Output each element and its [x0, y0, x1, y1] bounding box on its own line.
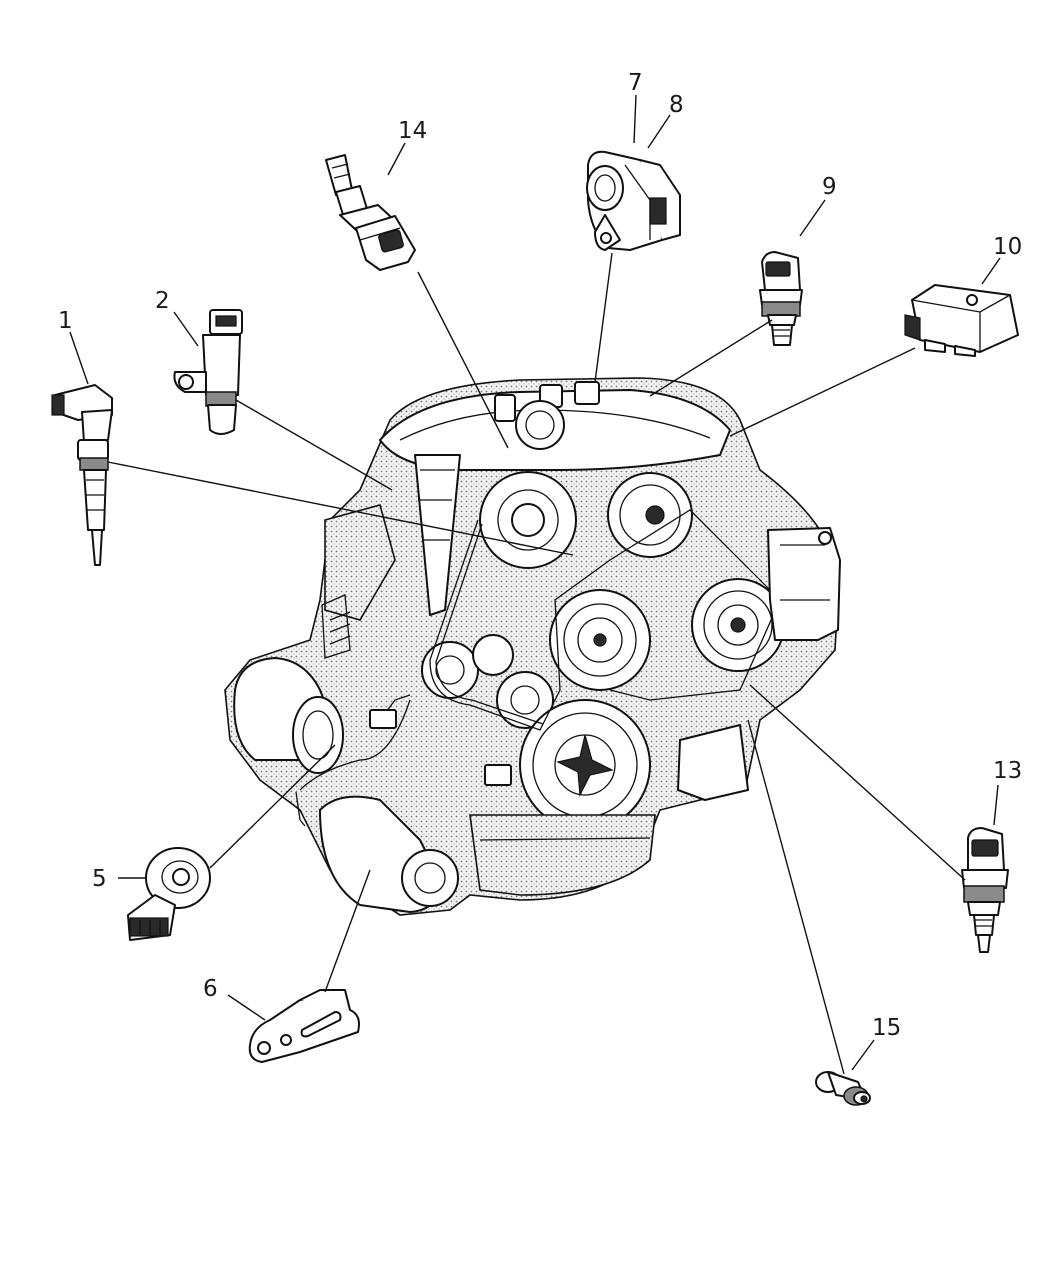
camshaft-sensor-icon [173, 309, 243, 435]
callout-13: 13 [993, 758, 1022, 784]
callout-9: 9 [822, 174, 837, 200]
engine-assembly-icon [224, 377, 841, 916]
mounting-bracket-icon [248, 989, 360, 1063]
ignition-coil-icon [51, 384, 113, 566]
air-temperature-sensor-icon [325, 154, 416, 271]
coolant-sensor-icon [961, 827, 1009, 953]
throttle-position-sensor-icon [586, 150, 681, 251]
callout-15: 15 [872, 1015, 901, 1041]
callout-5: 5 [92, 866, 107, 892]
callout-8: 8 [669, 92, 684, 118]
callout-1: 1 [58, 308, 73, 334]
knock-sensor-icon [127, 847, 211, 941]
callout-6: 6 [203, 976, 218, 1002]
callout-2: 2 [155, 288, 170, 314]
pressure-switch-icon [815, 1071, 871, 1106]
callout-7: 7 [628, 70, 643, 96]
map-sensor-icon [904, 284, 1019, 357]
callout-14: 14 [398, 118, 427, 144]
callout-10: 10 [993, 234, 1022, 260]
temperature-sensor-icon [759, 251, 803, 346]
leader-lines [69, 94, 1001, 1075]
